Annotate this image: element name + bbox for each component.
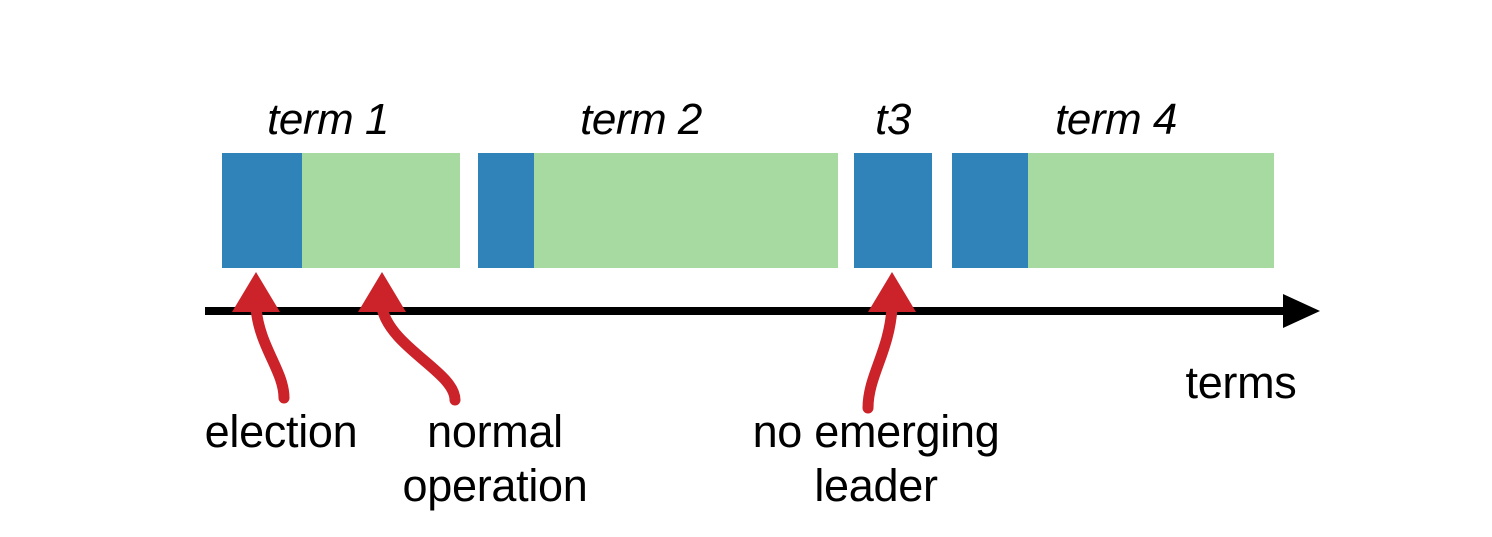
election-segment <box>854 153 932 268</box>
callout-label-election: election <box>204 406 358 457</box>
term-bar-term-1 <box>222 153 460 268</box>
election-segment <box>478 153 534 268</box>
time-axis <box>205 294 1320 328</box>
callout-label-normal-operation: normal operation <box>402 406 588 511</box>
term-bar-term-2 <box>478 153 838 268</box>
callout-arrows <box>232 272 916 414</box>
callout-label-no-emerging-leader: no emerging leader <box>752 406 1000 511</box>
term-label-term-4: term 4 <box>1055 95 1177 144</box>
election-segment <box>222 153 302 268</box>
term-bar-term-4 <box>952 153 1274 268</box>
normal-operation-segment <box>302 153 460 268</box>
axis-caption-terms: terms <box>1185 357 1297 408</box>
term-label-term-2: term 2 <box>580 95 702 144</box>
term-label-t3: t3 <box>875 95 911 144</box>
normal-operation-segment <box>534 153 838 268</box>
term-label-term-1: term 1 <box>267 95 389 144</box>
term-bar-t3 <box>854 153 932 268</box>
normal-operation-segment <box>1028 153 1274 268</box>
election-segment <box>952 153 1028 268</box>
